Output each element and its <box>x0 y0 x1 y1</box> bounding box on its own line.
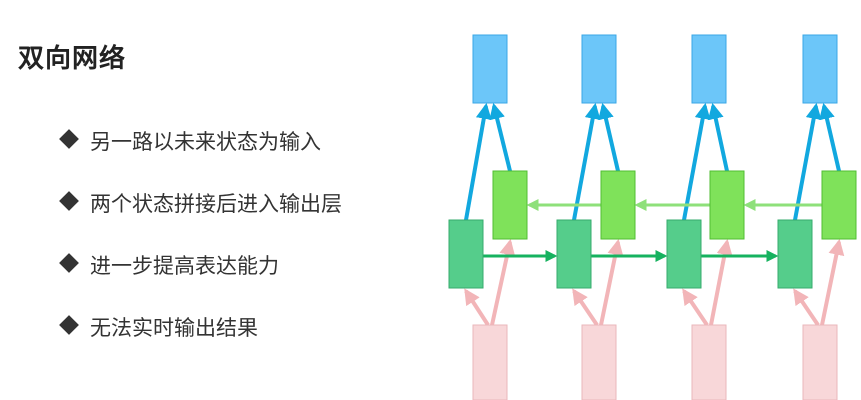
input-to-backward-arrow <box>490 238 516 326</box>
input-node <box>472 324 508 400</box>
input-to-forward-arrow <box>572 288 599 327</box>
output-node <box>581 34 617 104</box>
bullet-text: 另一路以未来状态为输入 <box>90 130 321 154</box>
backward-to-output-arrow <box>489 102 512 172</box>
bullet-text: 进一步提高表达能力 <box>90 254 279 278</box>
input-to-forward-arrow <box>793 288 820 327</box>
forward-to-output-arrow <box>464 102 492 221</box>
backward-state-node <box>821 170 857 240</box>
backward-to-output-arrow <box>819 102 841 172</box>
output-node <box>472 34 508 104</box>
bullet-item: 进一步提高表达能力 <box>58 250 342 312</box>
input-to-backward-arrow <box>709 238 733 326</box>
output-node <box>802 34 838 104</box>
backward-state-node <box>600 170 636 240</box>
input-to-forward-arrow <box>682 288 709 327</box>
backward-to-output-arrow <box>598 102 620 172</box>
bullet-text: 两个状态拼接后进入输出层 <box>90 192 342 216</box>
backward-to-output-arrow <box>707 102 729 172</box>
forward-to-output-arrow <box>572 102 601 221</box>
backward-state-node <box>709 170 745 240</box>
bullet-item: 无法实时输出结果 <box>58 312 342 374</box>
bullet-list: 另一路以未来状态为输入 两个状态拼接后进入输出层 进一步提高表达能力 无法实时输… <box>58 126 342 374</box>
forward-state-node <box>666 219 702 289</box>
forward-state-node <box>556 219 592 289</box>
input-node <box>802 324 838 400</box>
bullet-item: 另一路以未来状态为输入 <box>58 126 342 188</box>
forward-state-node <box>448 219 484 289</box>
forward-to-output-arrow <box>682 102 711 221</box>
bullet-text: 无法实时输出结果 <box>90 316 258 340</box>
input-to-backward-arrow <box>599 238 624 326</box>
backward-state-node <box>492 170 528 240</box>
input-to-forward-arrow <box>464 288 490 327</box>
input-to-backward-arrow <box>820 238 845 326</box>
input-node <box>581 324 617 400</box>
bullet-item: 两个状态拼接后进入输出层 <box>58 188 342 250</box>
input-node <box>691 324 727 400</box>
forward-state-node <box>777 219 813 289</box>
forward-to-output-arrow <box>793 102 822 221</box>
output-node <box>691 34 727 104</box>
slide-title: 双向网络 <box>18 44 127 74</box>
